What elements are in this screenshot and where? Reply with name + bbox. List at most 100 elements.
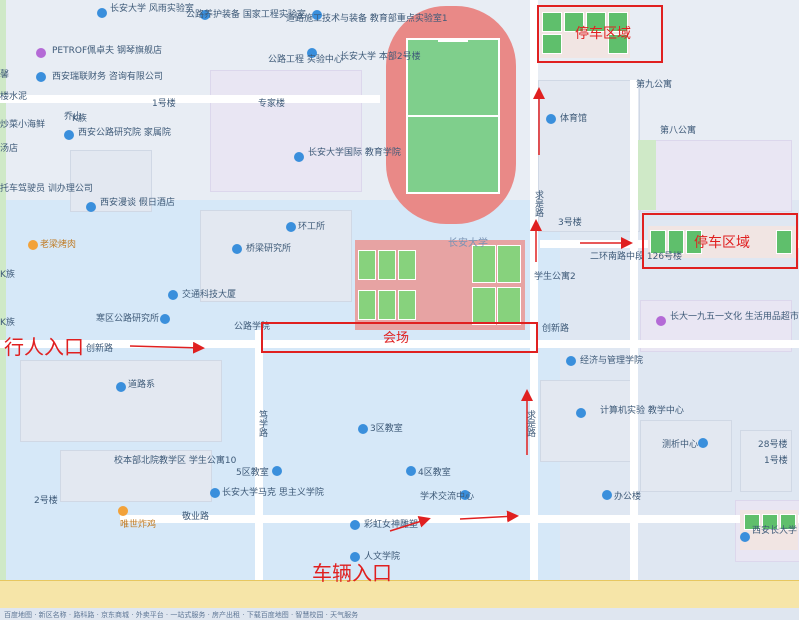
poi-pin-icon[interactable] — [406, 466, 416, 476]
poi-label[interactable]: 西安公路研究院 家属院 — [78, 128, 171, 138]
poi-pin-icon[interactable] — [86, 202, 96, 212]
poi-pin-icon[interactable] — [358, 424, 368, 434]
poi-label[interactable]: 桥梁研究所 — [246, 244, 292, 254]
poi-pin-icon[interactable] — [602, 490, 612, 500]
poi-label[interactable]: 乔山 — [64, 112, 83, 122]
poi-pin-icon[interactable] — [64, 130, 74, 140]
poi-label[interactable]: 第八公寓 — [660, 126, 697, 136]
poi-label[interactable]: K族 — [72, 114, 87, 124]
parking-spot — [650, 230, 666, 254]
poi-label[interactable]: 第九公寓 — [636, 80, 673, 90]
poi-pin-icon[interactable] — [36, 48, 46, 58]
court — [358, 290, 376, 320]
campus-name-label[interactable]: 长安大学 — [448, 238, 488, 249]
poi-label[interactable]: PETROF佩卓夫 钢琴旗舰店 — [52, 46, 162, 56]
food-pin-icon[interactable] — [118, 506, 128, 516]
poi-pin-icon[interactable] — [272, 466, 282, 476]
poi-pin-icon[interactable] — [307, 48, 317, 58]
poi-label[interactable]: 交通科技大厦 — [182, 290, 237, 300]
road-label[interactable]: 创新路 — [86, 344, 114, 354]
building-block — [640, 140, 792, 212]
poi-label[interactable]: 公路学院 — [234, 322, 271, 332]
status-text: 百度地图 · 新区名称 · 路科路 · 京东商城 · 外卖平台 · 一站式服务 … — [4, 611, 359, 619]
poi-label[interactable]: K族 — [0, 318, 15, 328]
green-strip — [0, 0, 6, 580]
poi-pin-icon[interactable] — [116, 382, 126, 392]
field-line — [438, 40, 468, 42]
poi-pin-icon[interactable] — [160, 314, 170, 324]
poi-label[interactable]: 公路养护装备 国家工程实验室 — [186, 10, 306, 20]
poi-label[interactable]: 3号楼 — [558, 218, 582, 228]
court — [497, 287, 521, 325]
poi-label[interactable]: 炒菜小海鲜 — [0, 120, 46, 130]
poi-pin-icon[interactable] — [312, 10, 322, 20]
poi-label[interactable]: 西安长大学 北院家属院 — [752, 526, 799, 536]
poi-pin-icon[interactable] — [210, 488, 220, 498]
poi-pin-icon[interactable] — [350, 552, 360, 562]
pedestrian-entrance-label: 行人入口 — [4, 335, 84, 359]
poi-label[interactable]: 老梁烤肉 — [40, 240, 77, 250]
poi-label[interactable]: 寒区公路研究所 — [96, 314, 160, 324]
poi-label[interactable]: 3区教室 — [370, 424, 403, 434]
poi-label[interactable]: 经济与管理学院 — [580, 356, 644, 366]
poi-pin-icon[interactable] — [566, 356, 576, 366]
poi-pin-icon[interactable] — [232, 244, 242, 254]
poi-label[interactable]: 长安大学国际 教育学院 — [308, 148, 401, 158]
poi-pin-icon[interactable] — [36, 72, 46, 82]
poi-label[interactable]: 长安大学 本部2号楼 — [340, 52, 421, 62]
poi-label[interactable]: 学术交流中心 — [420, 492, 475, 502]
road-label[interactable]: 笃学路 — [257, 410, 267, 437]
poi-pin-icon[interactable] — [460, 490, 470, 500]
poi-label[interactable]: 4区教室 — [418, 468, 451, 478]
poi-label[interactable]: 楼水泥 — [0, 92, 28, 102]
poi-label[interactable]: 道路施工技术与装备 教育部重点实验室1 — [286, 14, 448, 24]
poi-label[interactable]: 馨 — [0, 70, 10, 80]
poi-label[interactable]: 彩虹女神雕塑 — [364, 520, 419, 530]
building-block — [740, 430, 792, 492]
poi-label[interactable]: 学生公寓2 — [534, 272, 576, 282]
road-label[interactable]: 求是路 — [525, 410, 535, 437]
poi-label[interactable]: 长安大学 风雨实验室 — [110, 4, 194, 14]
poi-label[interactable]: 人文学院 — [364, 552, 401, 562]
poi-pin-icon[interactable] — [576, 408, 586, 418]
road-label[interactable]: 求是路 — [533, 190, 543, 217]
poi-label[interactable]: 办公楼 — [614, 492, 642, 502]
poi-label[interactable]: 28号楼 — [758, 440, 788, 450]
poi-label[interactable]: 唯世炸鸡 — [120, 520, 157, 530]
poi-label[interactable]: 公路工程 实验中心 — [268, 55, 343, 65]
poi-label[interactable]: 5区教室 — [236, 468, 269, 478]
poi-pin-icon[interactable] — [168, 290, 178, 300]
poi-label[interactable]: 专家楼 — [258, 99, 286, 109]
poi-pin-icon[interactable] — [740, 532, 750, 542]
poi-label[interactable]: 道路系 — [128, 380, 156, 390]
food-pin-icon[interactable] — [28, 240, 38, 250]
poi-label[interactable]: 西安瑞联财务 咨询有限公司 — [52, 72, 163, 82]
poi-label[interactable]: 西安漫谈 假日酒店 — [100, 198, 175, 208]
road-label[interactable]: 二环南路中段 126号楼 — [590, 252, 683, 262]
poi-pin-icon[interactable] — [286, 222, 296, 232]
poi-label[interactable]: 长大一九五一文化 生活用品超市 — [670, 312, 799, 322]
poi-label[interactable]: 校本部北院教学区 学生公寓10 — [114, 456, 237, 466]
poi-label[interactable]: 环工所 — [298, 222, 326, 232]
road-label[interactable]: 敬业路 — [182, 512, 210, 522]
poi-label[interactable]: 2号楼 — [34, 496, 58, 506]
poi-pin-icon[interactable] — [656, 316, 666, 326]
road-label[interactable]: 创新路 — [542, 324, 570, 334]
poi-label[interactable]: 托车驾驶员 训办理公司 — [0, 184, 93, 194]
poi-pin-icon[interactable] — [350, 520, 360, 530]
parking-spot — [586, 12, 606, 32]
poi-label[interactable]: 汤店 — [0, 144, 19, 154]
poi-pin-icon[interactable] — [200, 10, 210, 20]
poi-label[interactable]: 测析中心 — [662, 440, 699, 450]
poi-label[interactable]: K族 — [0, 270, 15, 280]
poi-label[interactable]: 长安大学马克 思主义学院 — [222, 488, 324, 498]
poi-pin-icon[interactable] — [97, 8, 107, 18]
poi-label[interactable]: 计算机实验 教学中心 — [600, 406, 684, 416]
poi-label[interactable]: 1号楼 — [764, 456, 788, 466]
poi-label[interactable]: 体育馆 — [560, 114, 588, 124]
poi-pin-icon[interactable] — [698, 438, 708, 448]
poi-pin-icon[interactable] — [294, 152, 304, 162]
poi-label[interactable]: 1号楼 — [152, 99, 176, 109]
poi-pin-icon[interactable] — [546, 114, 556, 124]
